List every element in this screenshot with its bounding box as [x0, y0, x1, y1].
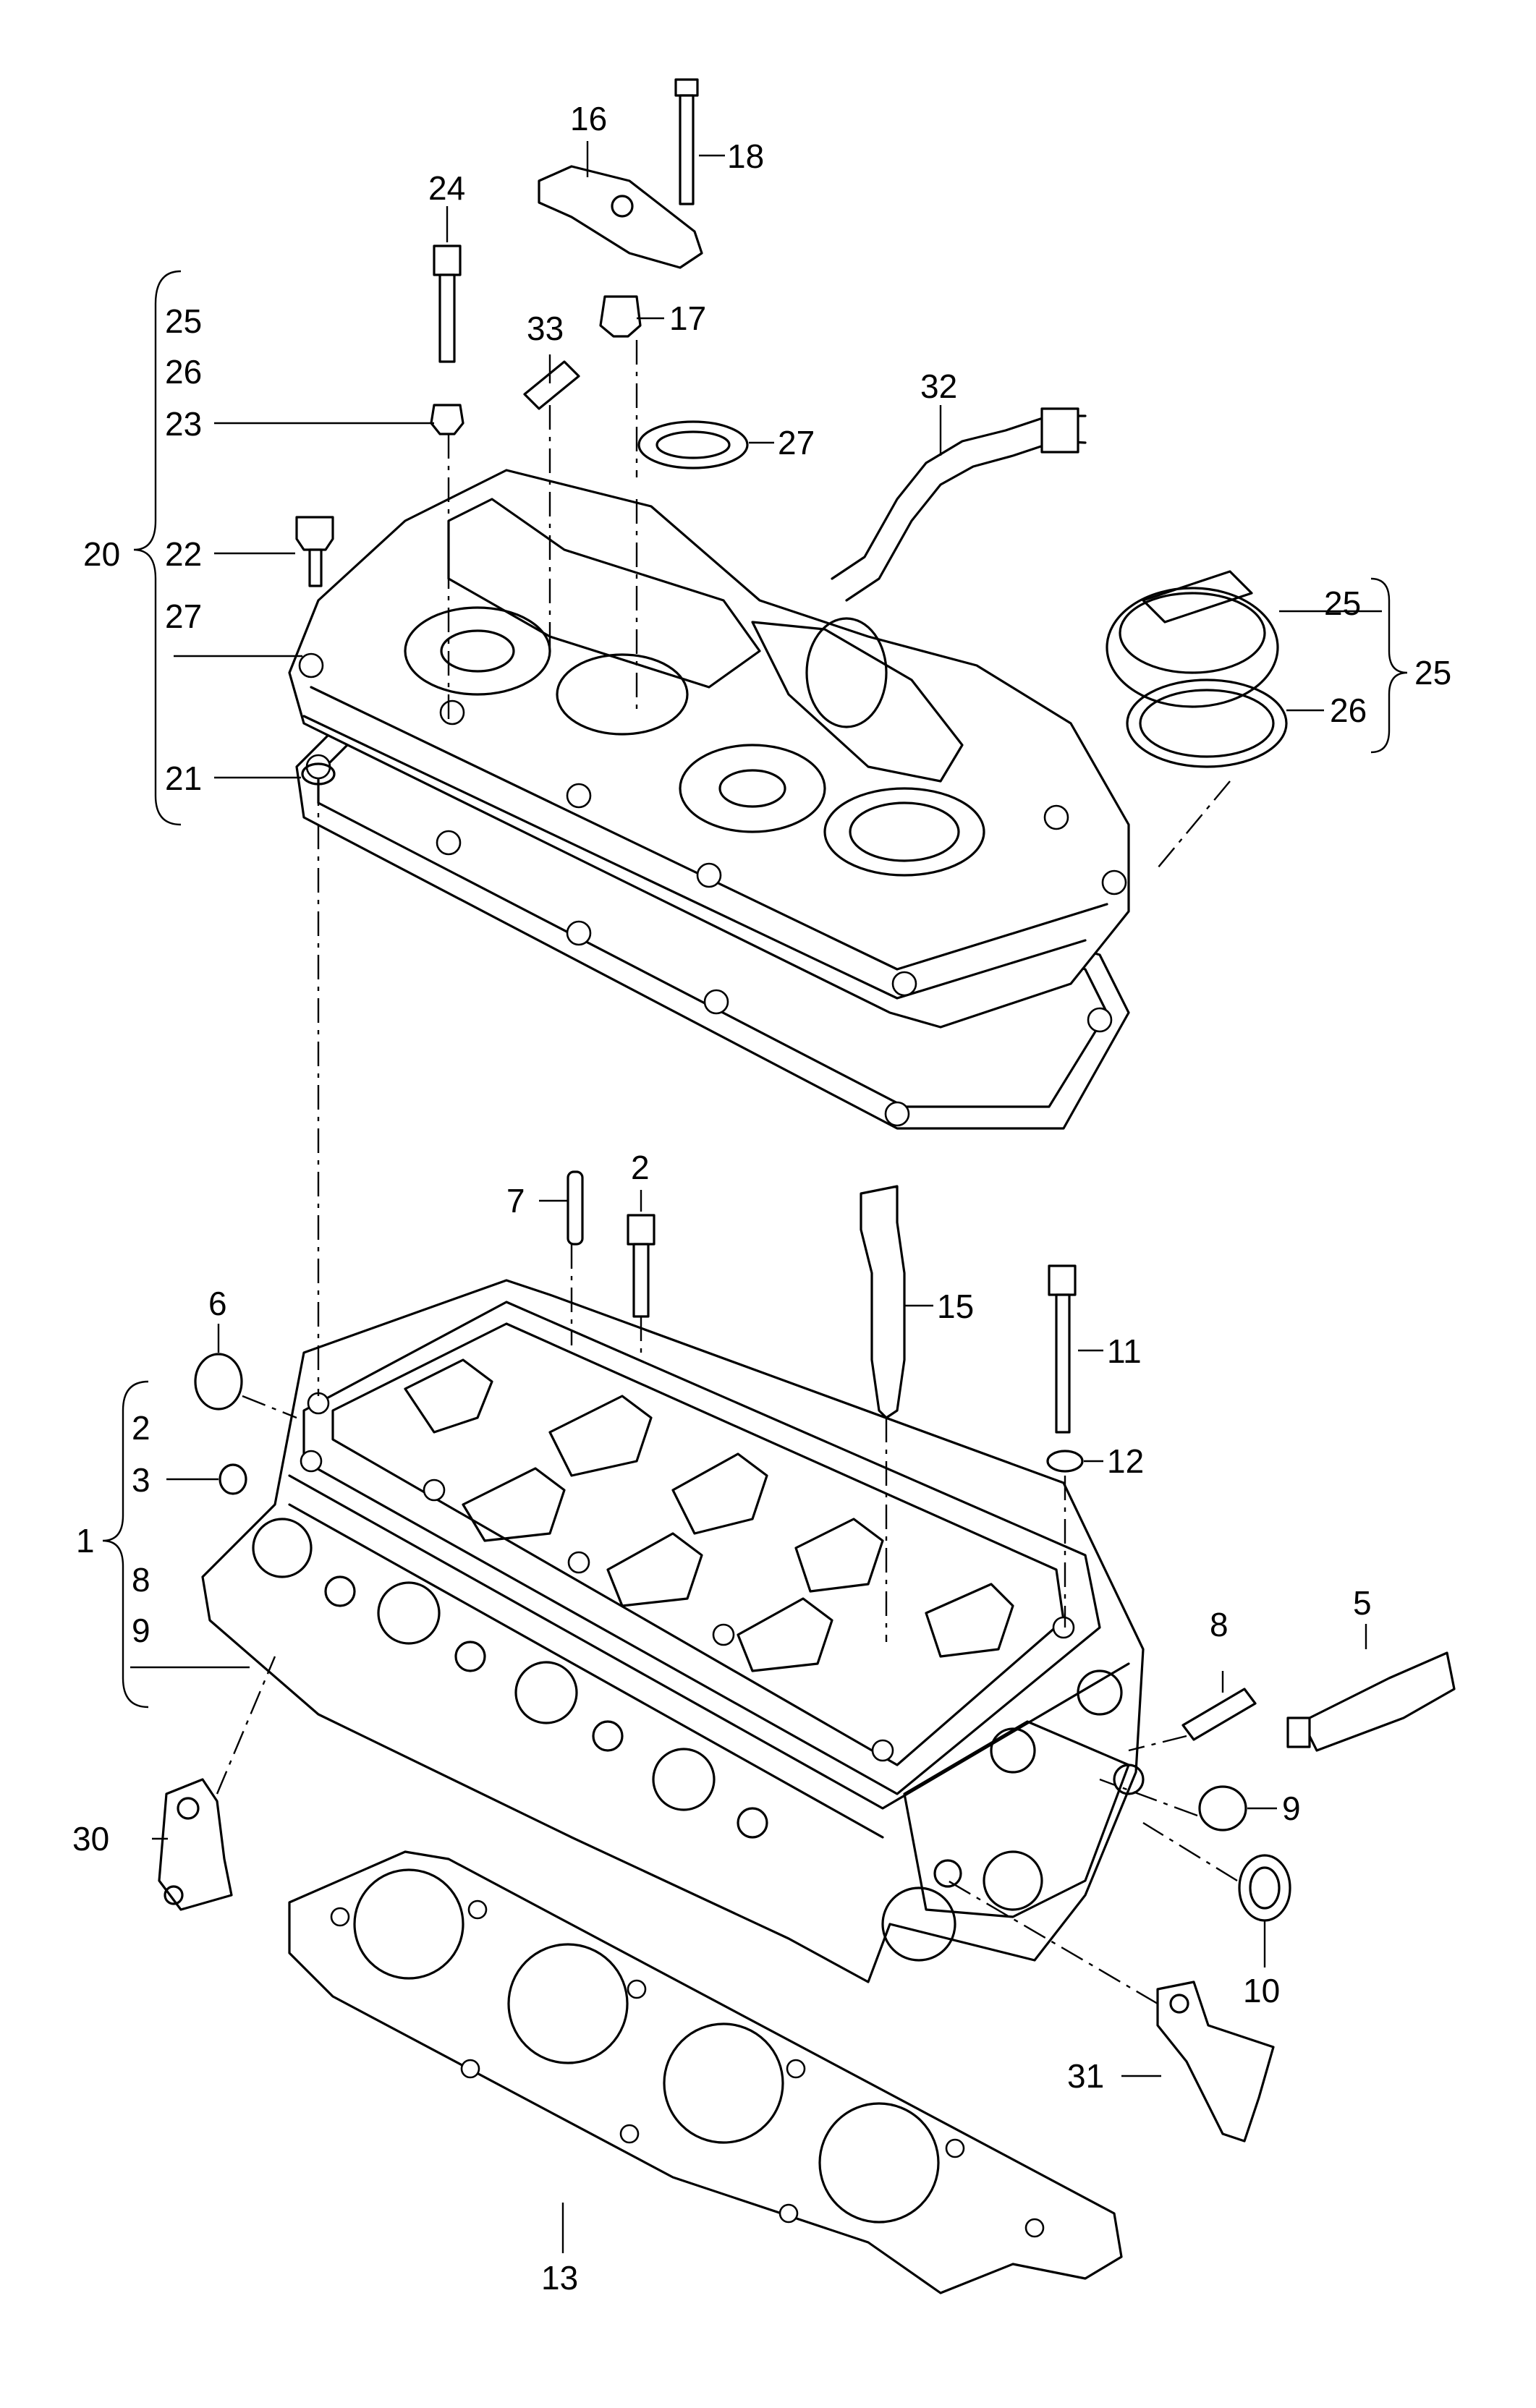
bolt-18 [674, 78, 699, 205]
callout-24: 24 [428, 169, 465, 207]
callout-31: 31 [1067, 2057, 1104, 2095]
seal-27 [637, 420, 749, 469]
callout-21: 21 [165, 760, 202, 797]
bolt-2-upper [627, 1214, 655, 1318]
stud-8 [1181, 1688, 1257, 1741]
breather-hose-32 [831, 407, 1087, 602]
sealant-tube-5 [1286, 1651, 1456, 1752]
callout-18: 18 [727, 137, 764, 175]
callout-11: 11 [1107, 1332, 1142, 1370]
washer-12 [1046, 1450, 1084, 1473]
callout-13: 13 [541, 2259, 578, 2297]
callout-7: 7 [506, 1182, 525, 1220]
callout-5: 5 [1353, 1584, 1372, 1622]
callout-8-right: 8 [1210, 1606, 1229, 1643]
callout-2-lower: 2 [132, 1409, 150, 1447]
callout-27-top: 27 [778, 424, 815, 461]
callout-8-left: 8 [132, 1561, 150, 1599]
callout-25-cap: 25 [1324, 584, 1361, 622]
lifting-eye-30 [158, 1778, 233, 1911]
callout-10: 10 [1243, 1972, 1280, 2009]
callout-9-right: 9 [1282, 1790, 1301, 1827]
assembly-lines [216, 340, 1238, 2005]
plug-6 [194, 1353, 243, 1411]
callout-17: 17 [669, 299, 706, 337]
callout-23: 23 [165, 405, 202, 443]
bolt-11 [1048, 1264, 1077, 1434]
callout-labels: 16 18 24 17 33 32 27 25 26 23 20 22 27 2… [72, 100, 1451, 2297]
bolt-24 [433, 244, 462, 363]
grommet-17 [599, 295, 642, 338]
callout-22: 22 [165, 535, 202, 573]
callout-26-left: 26 [165, 353, 202, 391]
callout-33: 33 [527, 310, 564, 347]
cylinder-head-gasket [288, 1850, 1123, 2294]
cylinder-head [201, 1279, 1145, 1983]
injector-15 [860, 1185, 906, 1419]
callout-16: 16 [570, 100, 607, 137]
plug-9 [1198, 1785, 1247, 1831]
bracket-16 [538, 165, 703, 269]
callout-6: 6 [208, 1285, 227, 1322]
callout-25-left: 25 [165, 302, 202, 340]
callout-30: 30 [72, 1820, 109, 1858]
dowel-7 [567, 1170, 584, 1246]
plug-3 [218, 1463, 247, 1495]
callout-26-seal: 26 [1330, 692, 1367, 729]
callout-27-left: 27 [165, 597, 202, 635]
callout-25-right: 25 [1414, 654, 1451, 692]
callout-15: 15 [937, 1288, 974, 1325]
callout-3: 3 [132, 1461, 150, 1499]
callout-2-upper: 2 [631, 1149, 650, 1186]
cylinder-head-cover [288, 469, 1130, 1130]
lifting-eye-31 [1156, 1981, 1275, 2143]
oil-filler-cap-25 [1106, 570, 1279, 708]
sleeve-33 [523, 360, 580, 410]
callout-1: 1 [76, 1522, 95, 1560]
callout-12: 12 [1107, 1442, 1144, 1480]
seal-26 [1126, 678, 1288, 768]
leader-lines [102, 141, 1408, 2253]
callout-9-left: 9 [132, 1612, 150, 1649]
screw-22 [295, 516, 334, 587]
spacer-23 [430, 404, 464, 435]
seal-ring-10 [1238, 1854, 1291, 1922]
callout-32: 32 [920, 367, 957, 405]
callout-20: 20 [83, 535, 120, 573]
